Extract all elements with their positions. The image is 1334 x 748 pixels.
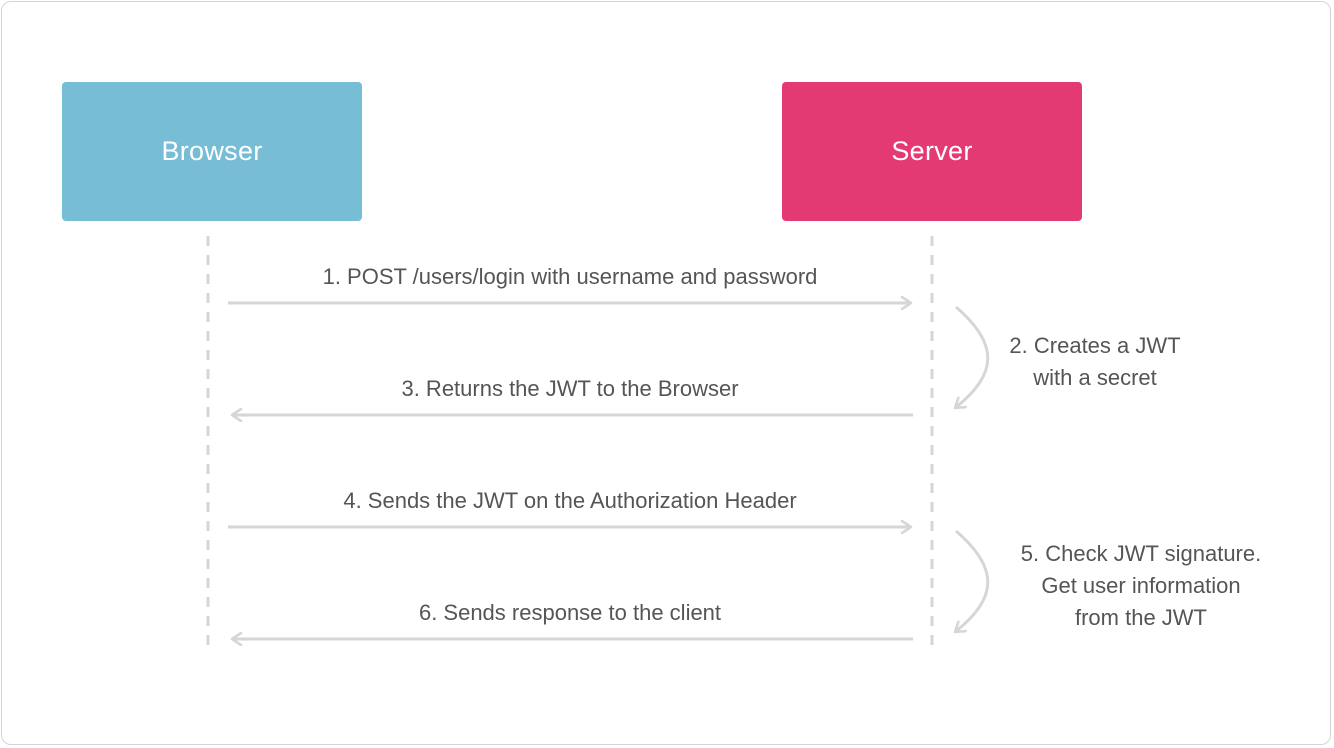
note-step-2-line-2: with a secret: [1033, 365, 1157, 390]
note-step-2: 2. Creates a JWT with a secret: [1009, 330, 1180, 394]
message-step-6: 6. Sends response to the client: [418, 600, 722, 625]
message-step-4: 4. Sends the JWT on the Authorization He…: [343, 488, 797, 513]
note-step-5-line-3: from the JWT: [1074, 605, 1207, 630]
browser-actor-label: Browser: [161, 136, 263, 166]
message-step-3: 3. Returns the JWT to the Browser: [401, 376, 739, 401]
browser-actor: Browser: [62, 82, 362, 221]
self-arrow-step-2: [955, 305, 990, 408]
self-arrow-step-5: [955, 529, 990, 632]
note-step-5: 5. Check JWT signature. Get user informa…: [1021, 538, 1261, 634]
server-actor-label: Server: [891, 136, 973, 166]
note-step-5-line-1: 5. Check JWT signature.: [1020, 541, 1262, 566]
server-actor: Server: [782, 82, 1082, 221]
message-step-1: 1. POST /users/login with username and p…: [322, 264, 818, 289]
note-step-5-line-2: Get user information: [1041, 573, 1241, 598]
note-step-2-line-1: 2. Creates a JWT: [1009, 333, 1181, 358]
